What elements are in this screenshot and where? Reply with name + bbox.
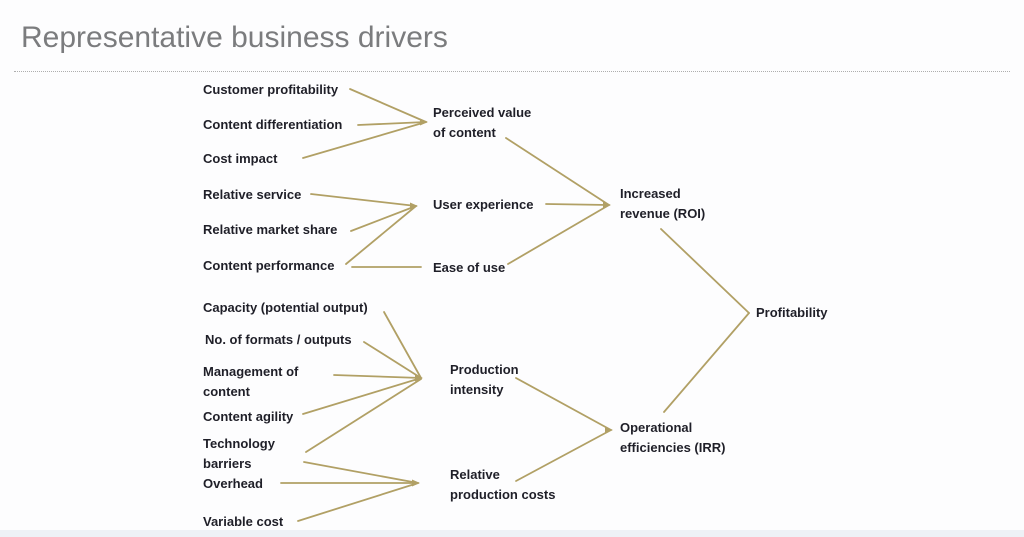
edge-technology-barriers-to-production-intensity [305,378,422,453]
node-relative-market-share: Relative market share [203,222,338,237]
node-capacity: Capacity (potential output) [203,300,368,315]
node-operational-efficiencies: Operational efficiencies (IRR) [620,420,726,455]
arrowhead-user-experience [410,202,418,210]
edge-formats-outputs-to-production-intensity [363,341,422,379]
edge-customer-profitability-to-perceived-value [349,88,427,123]
edge-capacity-to-production-intensity [383,311,422,379]
edge-user-experience-to-increased-revenue [545,203,610,206]
edge-technology-barriers-to-relative-production-costs [303,461,419,484]
node-content-differentiation: Content differentiation [203,117,343,132]
arrowhead-relative-production-costs [412,479,420,487]
node-overhead: Overhead [203,476,263,491]
edge-content-differentiation-to-perceived-value [357,121,427,126]
arrowhead-production-intensity [415,374,423,382]
node-relative-production-costs: Relative production costs [450,467,556,502]
footer-strip [0,530,1024,537]
node-ease-of-use: Ease of use [433,260,506,275]
edge-increased-revenue-to-profitability [660,228,750,314]
edge-production-intensity-to-operational-efficiencies [515,377,612,431]
edge-operational-efficiencies-to-profitability [663,312,750,413]
node-increased-revenue: Increased revenue (ROI) [620,186,706,221]
arrowhead-increased-revenue [603,201,611,209]
node-customer-profitability: Customer profitability [203,82,339,97]
page-title: Representative business drivers [21,21,448,54]
node-relative-service: Relative service [203,187,302,202]
edge-variable-cost-to-relative-production-costs [297,482,419,522]
edge-content-agility-to-production-intensity [302,377,422,415]
edge-content-performance-to-user-experience [345,205,417,265]
title-divider [14,71,1010,72]
edge-management-of-content-to-production-intensity [333,374,422,379]
arrowhead-operational-efficiencies [605,426,613,434]
edge-relative-service-to-user-experience [310,193,417,207]
edge-relative-production-costs-to-operational-efficiencies [515,429,612,482]
node-production-intensity: Production intensity [450,362,519,397]
node-management-of-content: Management of content [203,364,299,399]
node-technology-barriers: Technology barriers [203,436,275,471]
node-variable-cost: Variable cost [203,514,284,529]
edge-cost-impact-to-perceived-value [302,121,427,159]
arrowhead-perceived-value [420,118,428,126]
node-user-experience: User experience [433,197,534,212]
edge-ease-of-use-to-increased-revenue [507,204,610,265]
node-content-performance: Content performance [203,258,335,273]
edge-relative-market-share-to-user-experience [350,205,417,232]
node-formats-outputs: No. of formats / outputs [205,332,352,347]
node-perceived-value: Perceived value of content [433,105,532,140]
node-content-agility: Content agility [203,409,294,424]
node-cost-impact: Cost impact [203,151,278,166]
edge-perceived-value-to-increased-revenue [505,137,610,206]
node-profitability: Profitability [756,305,828,320]
